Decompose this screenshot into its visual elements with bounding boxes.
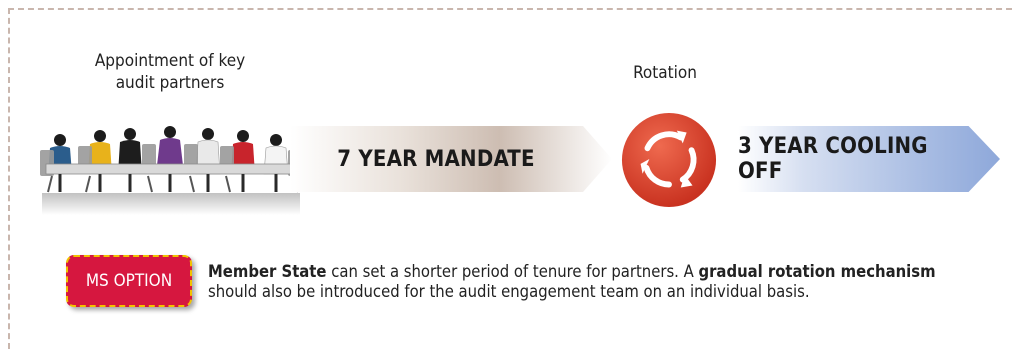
note-line2: should also be introduced for the audit … [208, 282, 810, 301]
ms-option-label: MS OPTION [85, 271, 173, 291]
appointment-caption: Appointment of key audit partners [70, 50, 270, 94]
appointment-caption-line1: Appointment of key [94, 51, 246, 71]
cooling-off-arrow-label: 3 YEAR COOLING OFF [738, 134, 928, 184]
cooling-off-arrow: 3 YEAR COOLING OFF [738, 126, 1000, 192]
note-text-a: can set a shorter period of tenure for p… [326, 262, 699, 281]
meeting-table-icon [40, 126, 302, 215]
member-state-note: Member State can set a shorter period of… [208, 262, 1008, 302]
appointment-caption-line2: audit partners [115, 73, 225, 93]
note-bold-member-state: Member State [208, 262, 327, 281]
rotation-caption: Rotation [633, 63, 697, 83]
ms-option-badge: MS OPTION [66, 255, 192, 307]
mandate-arrow-label: 7 YEAR MANDATE [337, 146, 535, 172]
mandate-arrow: 7 YEAR MANDATE [290, 126, 612, 192]
note-line1: Member State can set a shorter period of… [208, 262, 1008, 282]
dashed-frame [8, 8, 1012, 349]
circular-arrows-icon [621, 112, 717, 208]
note-bold-gradual-rotation: gradual rotation mechanism [698, 262, 936, 281]
